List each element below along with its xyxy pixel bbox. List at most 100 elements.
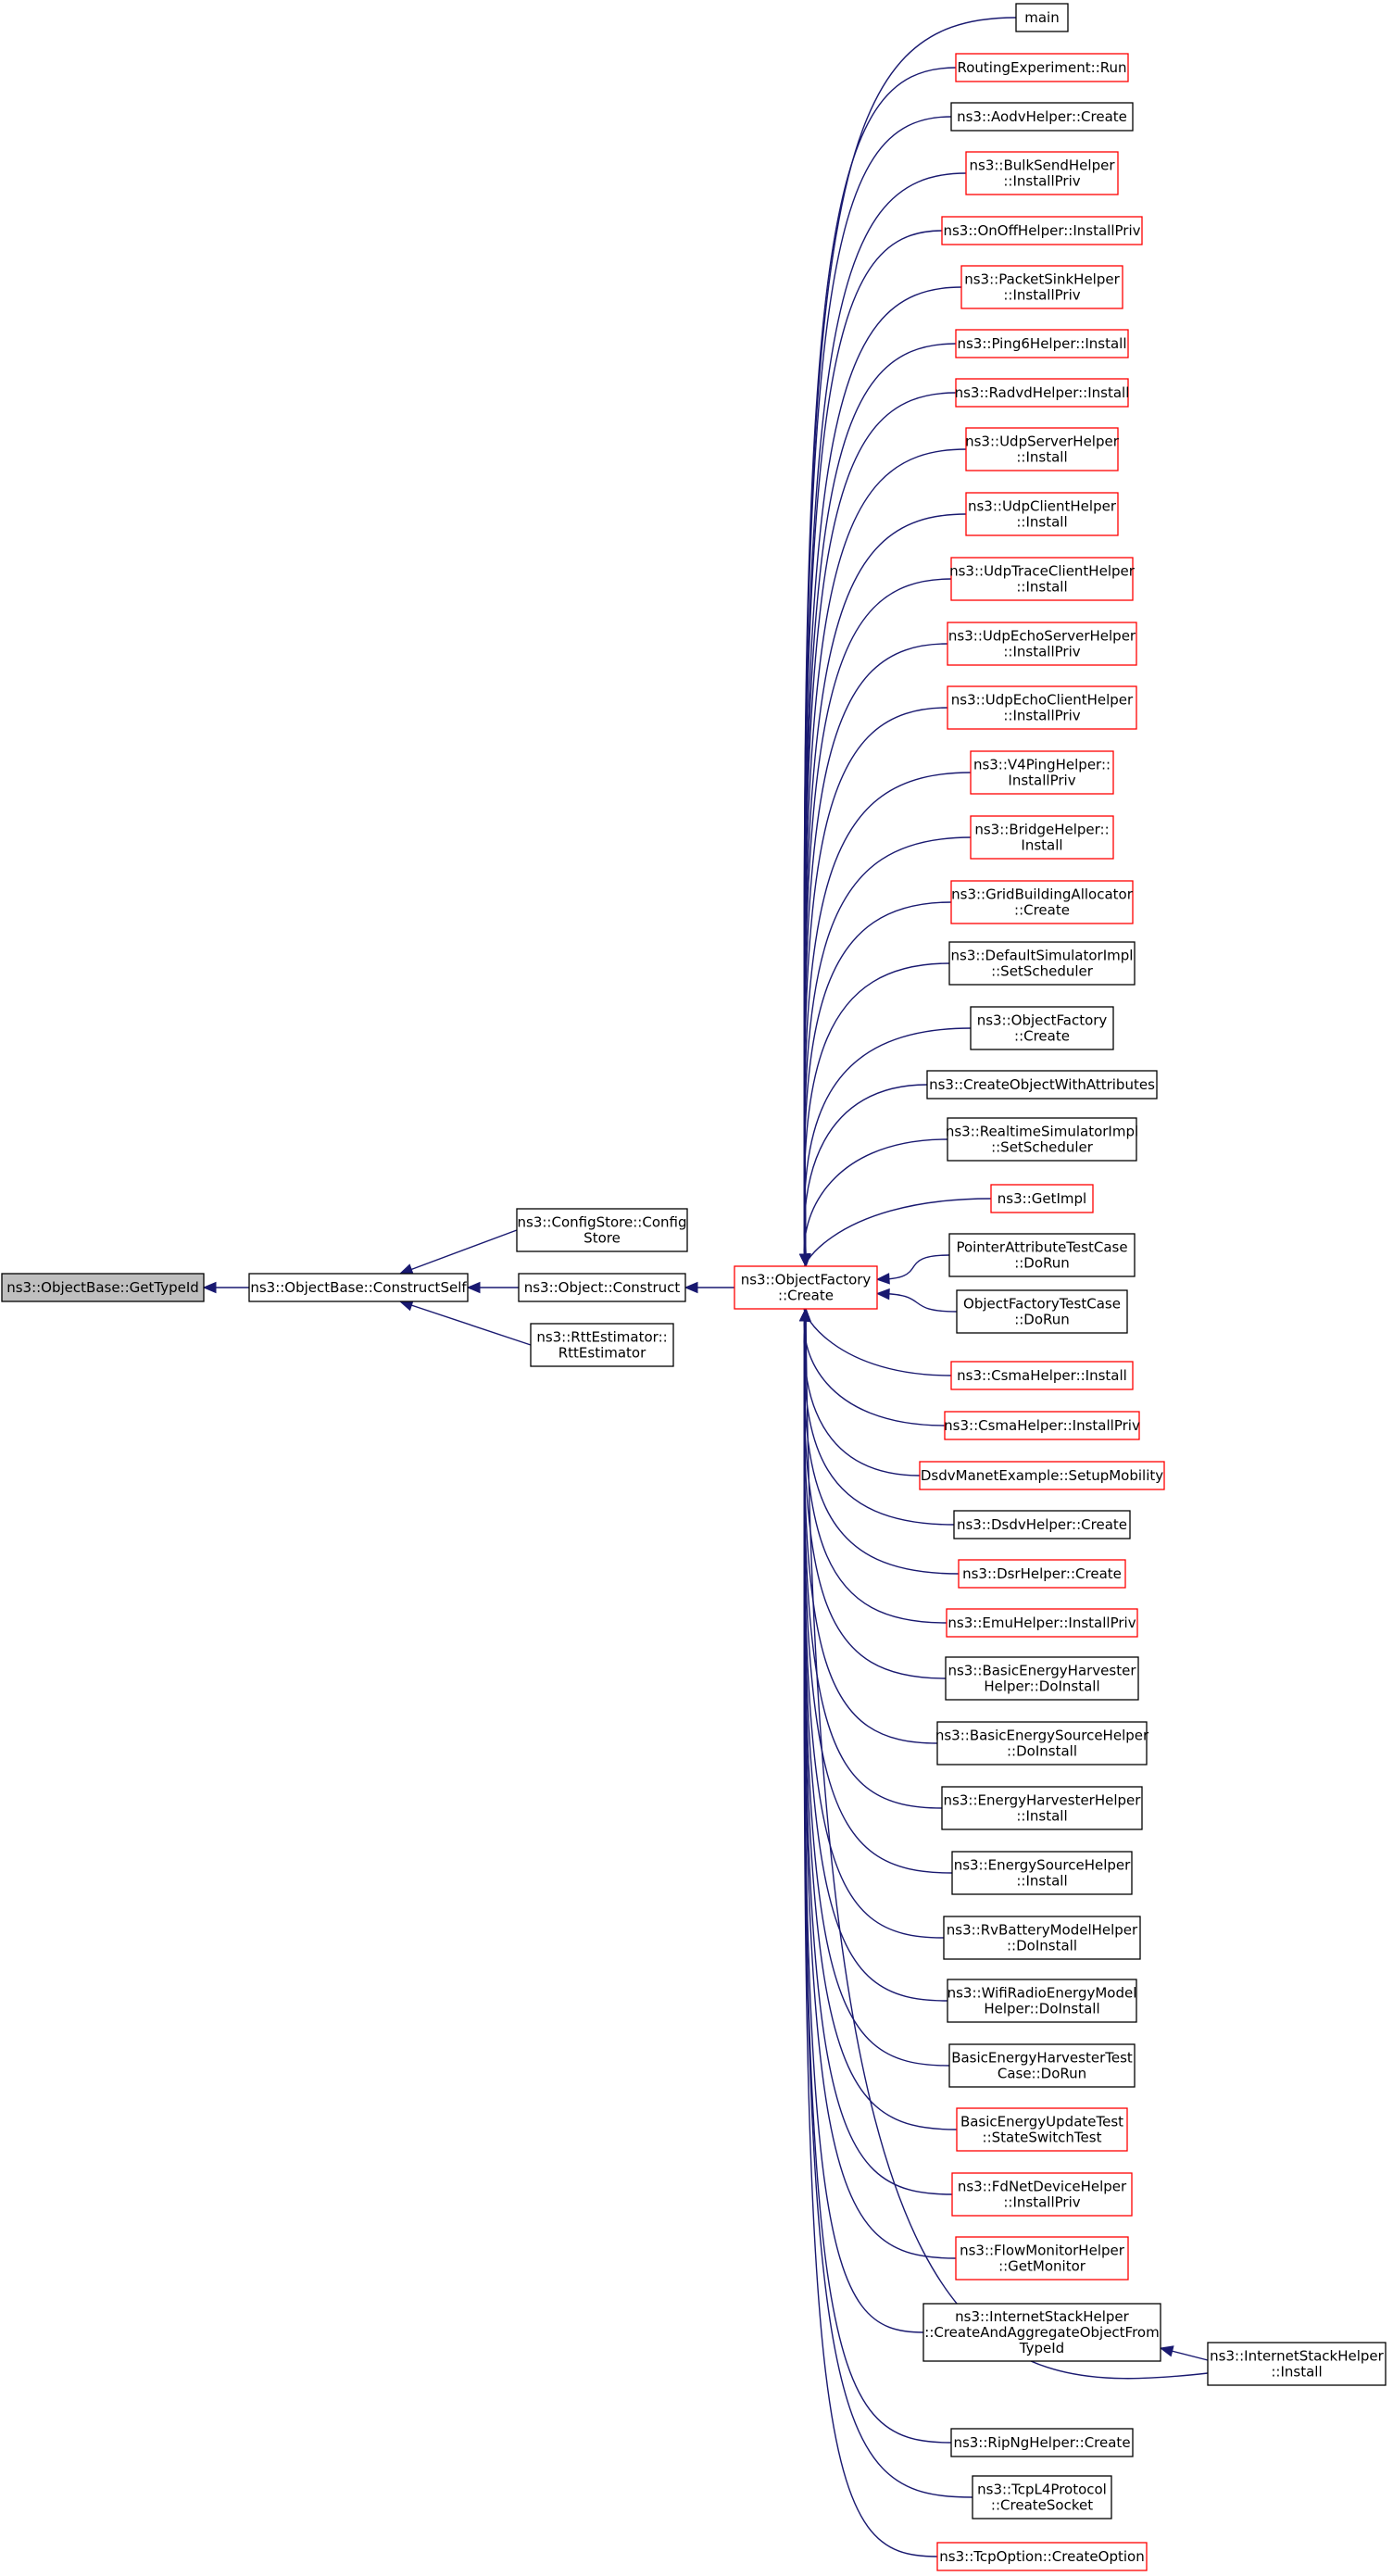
- node-objectbase-constructself-label: ns3::ObjectBase::ConstructSelf: [250, 1279, 467, 1296]
- caller-node-ns3-radvdhelper-install-label: ns3::RadvdHelper::Install: [955, 384, 1130, 401]
- caller-node-ns3-csmahelper-installpriv-label: ns3::CsmaHelper::InstallPriv: [944, 1417, 1140, 1434]
- edge-ns3-defaultsimulatorimpl-setscheduler-to-objectfactory-create: [803, 962, 950, 1267]
- caller-node-routingexperiment-run[interactable]: RoutingExperiment::Run: [955, 53, 1129, 82]
- edge-ns3-udptraceclienthelper-install-to-objectfactory-create: [803, 578, 952, 1267]
- caller-node-ns3-tcpoption-createoption[interactable]: ns3::TcpOption::CreateOption: [936, 2542, 1148, 2571]
- caller-node-ns3-dsdvhelper-create[interactable]: ns3::DsdvHelper::Create: [953, 1510, 1131, 1539]
- caller-node-ns3-defaultsimulatorimpl-setscheduler-label: ::SetScheduler: [991, 963, 1094, 980]
- caller-node-ns3-rvbatterymodelhelper-doinstall-box: [943, 1916, 1141, 1960]
- caller-node-ns3-objectfactory-create-box: [970, 1006, 1114, 1050]
- edge-basicenergyharvestertestcase-dorun-to-objectfactory-create: [803, 1308, 950, 2067]
- caller-node-main[interactable]: main: [1015, 3, 1069, 32]
- caller-node-ns3-bridgehelper-install-label: Install: [1021, 837, 1062, 854]
- node-ns3-rttestimator-rttestimator[interactable]: ns3::RttEstimator::RttEstimator: [530, 1323, 674, 1367]
- node-objectbase-constructself[interactable]: ns3::ObjectBase::ConstructSelf: [248, 1273, 469, 1302]
- caller-node-ns3-basicenergysourcehelper-doinstall-box: [936, 1721, 1148, 1766]
- caller-node-ns3-packetsinkhelper-installpriv-label: ::InstallPriv: [1003, 287, 1080, 304]
- caller-node-ns3-udpserverhelper-install[interactable]: ns3::UdpServerHelper::Install: [965, 427, 1120, 471]
- caller-node-ns3-udpserverhelper-install-box: [965, 427, 1119, 471]
- caller-node-ns3-udpechoclienthelper-installpriv[interactable]: ns3::UdpEchoClientHelper::InstallPriv: [947, 685, 1137, 730]
- caller-node-ns3-emuhelper-installpriv[interactable]: ns3::EmuHelper::InstallPriv: [946, 1608, 1138, 1638]
- caller-node-ns3-emuhelper-installpriv-box: [946, 1608, 1138, 1638]
- caller-node-ns3-udpclienthelper-install[interactable]: ns3::UdpClientHelper::Install: [965, 492, 1119, 536]
- caller-node-ns3-csmahelper-installpriv[interactable]: ns3::CsmaHelper::InstallPriv: [944, 1411, 1140, 1440]
- caller-node-ns3-internetstackhelper-createandaggregateobjectfromtypeid[interactable]: ns3::InternetStackHelper::CreateAndAggre…: [922, 2303, 1161, 2362]
- caller-node-ns3-createobjectwithattributes[interactable]: ns3::CreateObjectWithAttributes: [926, 1070, 1158, 1100]
- caller-node-ns3-udpserverhelper-install-label: ::Install: [1016, 449, 1067, 466]
- edge-ns3-fdnetdevicehelper-installpriv-to-objectfactory-create: [803, 1308, 953, 2195]
- caller-node-ns3-ripnghelper-create-box: [950, 2428, 1134, 2457]
- caller-node-ns3-flowmonitorhelper-getmonitor-label: ns3::FlowMonitorHelper: [960, 2243, 1125, 2259]
- node-ns3-rttestimator-rttestimator-label: ns3::RttEstimator::: [536, 1329, 667, 1346]
- edge-ns3-flowmonitorhelper-getmonitor-to-objectfactory-create: [803, 1308, 957, 2259]
- caller-node-ns3-bridgehelper-install[interactable]: ns3::BridgeHelper::Install: [970, 815, 1114, 860]
- caller-node-basicenergyharvestertestcase-dorun-label: Case::DoRun: [998, 2066, 1086, 2082]
- caller-node-ns3-gridbuildingallocator-create[interactable]: ns3::GridBuildingAllocator::Create: [950, 880, 1134, 924]
- caller-node-dsdvmanetexample-setupmobility-label: DsdvManetExample::SetupMobility: [921, 1467, 1163, 1484]
- caller-node-ns3-udpechoserverhelper-installpriv[interactable]: ns3::UdpEchoServerHelper::InstallPriv: [947, 622, 1137, 666]
- node-objectbase-constructself-box: [248, 1273, 469, 1302]
- caller-node-ns3-v4pinghelper-installpriv[interactable]: ns3::V4PingHelper::InstallPriv: [970, 750, 1114, 795]
- caller-node-ns3-basicenergysourcehelper-doinstall[interactable]: ns3::BasicEnergySourceHelper::DoInstall: [935, 1721, 1149, 1766]
- caller-node-ns3-wifiradioenergymodelhelper-doinstall-label: Helper::DoInstall: [984, 2001, 1099, 2017]
- node-ns3-configstore-configstore[interactable]: ns3::ConfigStore::ConfigStore: [516, 1208, 688, 1252]
- caller-node-ns3-aodvhelper-create-label: ns3::AodvHelper::Create: [957, 108, 1127, 125]
- node-objectfactory-create-hub-label: ns3::ObjectFactory: [741, 1272, 872, 1288]
- caller-node-ns3-onoffhelper-installpriv[interactable]: ns3::OnOffHelper::InstallPriv: [941, 216, 1143, 245]
- edge-ns3-dsrhelper-create-to-objectfactory-create: [803, 1308, 960, 1575]
- caller-node-ns3-packetsinkhelper-installpriv[interactable]: ns3::PacketSinkHelper::InstallPriv: [960, 265, 1123, 309]
- caller-node-ns3-bulksendhelper-installpriv[interactable]: ns3::BulkSendHelper::InstallPriv: [965, 151, 1119, 195]
- node-objectfactory-create-hub[interactable]: ns3::ObjectFactory::Create: [734, 1265, 878, 1310]
- caller-node-ns3-wifiradioenergymodelhelper-doinstall[interactable]: ns3::WifiRadioEnergyModelHelper::DoInsta…: [947, 1979, 1137, 2023]
- call-graph-nodes: ns3::ObjectBase::GetTypeId ns3::ObjectBas…: [1, 3, 1387, 2571]
- caller-node-pointerattributetestcase-dorun-label: ::DoRun: [1014, 1255, 1070, 1272]
- caller-node-ns3-energysourcehelper-install[interactable]: ns3::EnergySourceHelper::Install: [951, 1851, 1133, 1895]
- caller-node-ns3-energyharvesterhelper-install-label: ::Install: [1016, 1808, 1067, 1825]
- caller-node-objectfactorytestcase-dorun[interactable]: ObjectFactoryTestCase::DoRun: [956, 1289, 1128, 1334]
- caller-node-ns3-rvbatterymodelhelper-doinstall[interactable]: ns3::RvBatteryModelHelper::DoInstall: [943, 1916, 1141, 1960]
- caller-node-ns3-ping6helper-install-label: ns3::Ping6Helper::Install: [957, 335, 1126, 352]
- caller-node-ns3-bulksendhelper-installpriv-box: [965, 151, 1119, 195]
- caller-node-ns3-dsrhelper-create[interactable]: ns3::DsrHelper::Create: [958, 1559, 1126, 1589]
- caller-node-ns3-realtimesimulatorimpl-setscheduler-box: [947, 1117, 1137, 1162]
- edge-ns3-v4pinghelper-installpriv-to-objectfactory-create: [803, 772, 972, 1267]
- caller-node-ns3-ripnghelper-create[interactable]: ns3::RipNgHelper::Create: [950, 2428, 1134, 2457]
- caller-node-ns3-basicenergyharvesterhelper-doinstall[interactable]: ns3::BasicEnergyHarvesterHelper::DoInsta…: [945, 1656, 1139, 1701]
- caller-node-ns3-tcpoption-createoption-box: [936, 2542, 1148, 2571]
- caller-node-ns3-flowmonitorhelper-getmonitor[interactable]: ns3::FlowMonitorHelper::GetMonitor: [955, 2236, 1129, 2281]
- caller-node-ns3-getimpl[interactable]: ns3::GetImpl: [990, 1184, 1094, 1213]
- caller-node-ns3-bridgehelper-install-label: ns3::BridgeHelper::: [974, 822, 1109, 838]
- caller-node-ns3-energysourcehelper-install-box: [951, 1851, 1133, 1895]
- caller-node-ns3-fdnetdevicehelper-installpriv-label: ns3::FdNetDeviceHelper: [958, 2179, 1127, 2195]
- caller-node-ns3-objectfactory-create[interactable]: ns3::ObjectFactory::Create: [970, 1006, 1114, 1050]
- caller-node-ns3-ping6helper-install[interactable]: ns3::Ping6Helper::Install: [955, 329, 1129, 358]
- caller-node-ns3-defaultsimulatorimpl-setscheduler[interactable]: ns3::DefaultSimulatorImpl::SetScheduler: [948, 941, 1136, 986]
- caller-node-ns3-csmahelper-install[interactable]: ns3::CsmaHelper::Install: [950, 1361, 1134, 1390]
- caller-node-ns3-aodvhelper-create[interactable]: ns3::AodvHelper::Create: [950, 102, 1134, 132]
- caller-node-dsdvmanetexample-setupmobility[interactable]: DsdvManetExample::SetupMobility: [919, 1461, 1165, 1490]
- caller-node-ns3-v4pinghelper-installpriv-label: ns3::V4PingHelper::: [973, 757, 1111, 773]
- node-ns3-object-construct[interactable]: ns3::Object::Construct: [518, 1273, 686, 1302]
- caller-node-ns3-radvdhelper-install[interactable]: ns3::RadvdHelper::Install: [955, 378, 1130, 408]
- caller-node-ns3-udpechoclienthelper-installpriv-box: [947, 685, 1137, 730]
- caller-node-basicenergyupdatetest-stateswitchtest[interactable]: BasicEnergyUpdateTest::StateSwitchTest: [956, 2107, 1128, 2152]
- edge-ns3-onoffhelper-installpriv-to-objectfactory-create: [803, 230, 943, 1267]
- caller-node-ns3-realtimesimulatorimpl-setscheduler[interactable]: ns3::RealtimeSimulatorImpl::SetScheduler: [946, 1117, 1138, 1162]
- caller-node-pointerattributetestcase-dorun[interactable]: PointerAttributeTestCase::DoRun: [948, 1233, 1136, 1277]
- edge-ns3-csmahelper-install-to-objectfactory-create: [803, 1307, 952, 1376]
- caller-node-ns3-fdnetdevicehelper-installpriv[interactable]: ns3::FdNetDeviceHelper::InstallPriv: [951, 2172, 1133, 2217]
- caller-node-ns3-udpechoclienthelper-installpriv-label: ::InstallPriv: [1003, 708, 1080, 724]
- caller-node-ns3-tcpl4protocol-createsocket[interactable]: ns3::TcpL4Protocol::CreateSocket: [972, 2475, 1112, 2519]
- focus-node-objectbase-gettypeid[interactable]: ns3::ObjectBase::GetTypeId: [1, 1273, 205, 1302]
- caller-node-ns3-energyharvesterhelper-install[interactable]: ns3::EnergyHarvesterHelper::Install: [941, 1786, 1143, 1830]
- caller-node-ns3-udptraceclienthelper-install[interactable]: ns3::UdpTraceClientHelper::Install: [949, 557, 1136, 601]
- node-internetstackhelper-install[interactable]: ns3::InternetStackHelper::Install: [1207, 2342, 1387, 2386]
- caller-node-pointerattributetestcase-dorun-box: [948, 1233, 1136, 1277]
- caller-node-ns3-aodvhelper-create-box: [950, 102, 1134, 132]
- caller-node-ns3-csmahelper-install-box: [950, 1361, 1134, 1390]
- edge-pointerattributetestcase-dorun-to-objectfactory-create-arrowhead: [875, 1273, 890, 1285]
- edge-internetstackhelper-install-to-createandaggregate-arrowhead: [1159, 2345, 1174, 2357]
- edge-objectfactorytestcase-dorun-to-objectfactory-create-arrowhead: [875, 1288, 890, 1301]
